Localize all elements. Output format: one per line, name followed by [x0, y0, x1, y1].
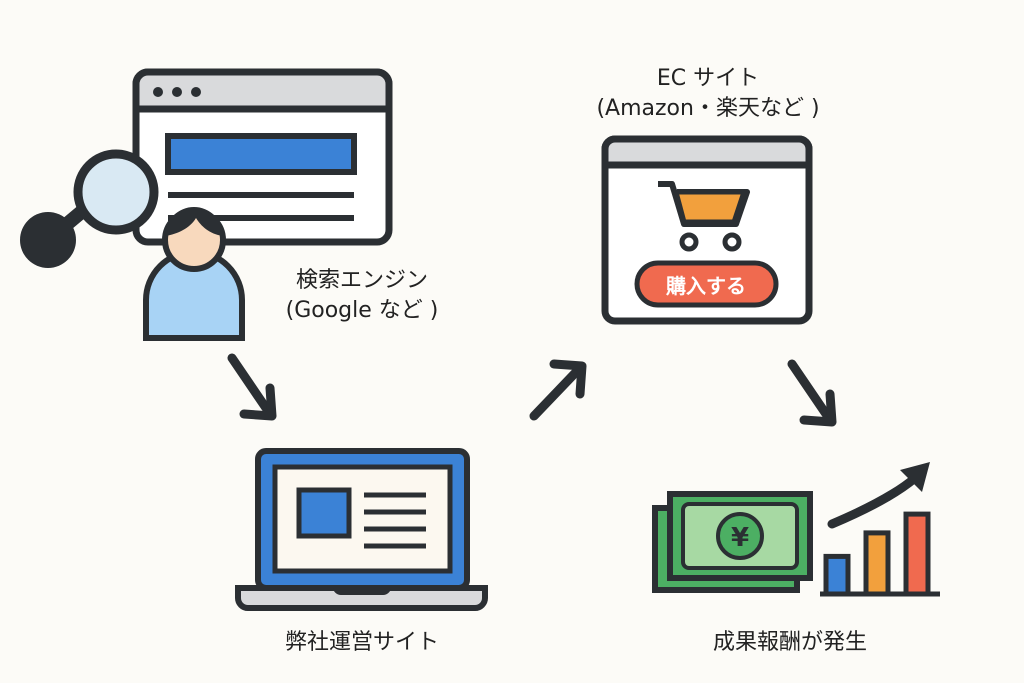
banknote-icon	[652, 491, 813, 593]
buy-button-shape	[634, 260, 779, 308]
search-engine-title: 検索エンジン	[295, 268, 428, 293]
ec-site-window	[601, 135, 813, 325]
shopping-cart-icon	[658, 181, 750, 252]
search-engine-label: 検索エンジン (Google など )	[262, 266, 462, 326]
search-bar	[165, 133, 357, 175]
magnifier-icon	[20, 149, 159, 268]
window-dot-icon	[191, 87, 201, 97]
growth-bar-chart	[820, 511, 940, 597]
arrow-down-right-icon	[227, 353, 277, 421]
ec-site-subtitle: (Amazon・楽天など )	[596, 96, 820, 121]
buy-button-label: 購入する	[666, 274, 746, 298]
own-site-label: 弊社運営サイト	[262, 628, 462, 658]
chart-bar	[863, 530, 891, 597]
ec-site-title: EC サイト	[656, 66, 760, 91]
search-browser-window	[132, 68, 393, 246]
arrow-up-right-icon	[529, 359, 587, 421]
ec-site-label: EC サイト (Amazon・楽天など )	[596, 64, 820, 124]
yen-symbol: ¥	[731, 523, 749, 553]
laptop-icon	[235, 448, 488, 611]
reward-title: 成果報酬が発生	[712, 630, 867, 655]
reward-label: 成果報酬が発生	[690, 628, 890, 658]
window-dot-icon	[172, 87, 182, 97]
user-icon	[143, 207, 245, 341]
chart-bar	[823, 553, 851, 597]
search-engine-subtitle: (Google など )	[285, 298, 439, 323]
arrow-down-right-icon	[787, 359, 837, 427]
chart-bar	[903, 511, 931, 597]
window-dot-icon	[153, 87, 163, 97]
own-site-title: 弊社運営サイト	[284, 630, 439, 655]
growth-arrow-icon	[827, 462, 930, 529]
